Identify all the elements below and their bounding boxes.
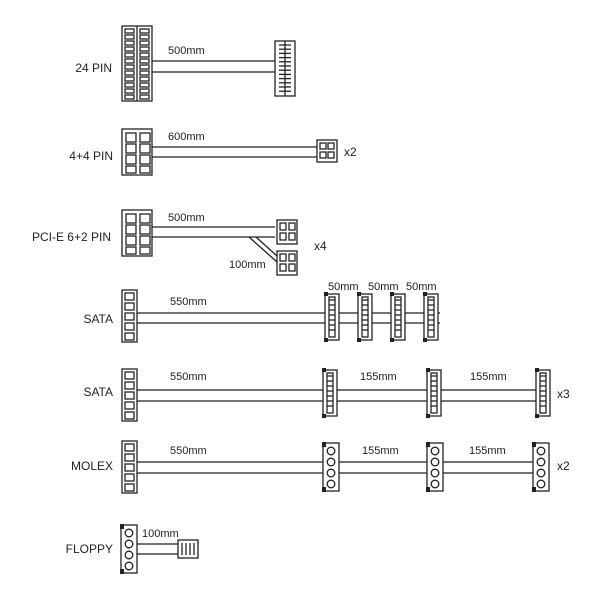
sata-psu-connector: [121, 289, 138, 343]
connector-spacing: 50mm: [406, 281, 437, 293]
floppy-plug: [177, 539, 199, 559]
cable-length: 550mm: [170, 371, 207, 383]
cable-sata-short: SATA 550mm 50mm 50mm 50mm: [83, 281, 440, 343]
cable-label: FLOPPY: [66, 542, 113, 556]
motherboard-plug: [274, 40, 296, 97]
sata-plug: [357, 292, 373, 342]
cable-label: SATA: [83, 312, 113, 326]
molex-plug: [322, 442, 340, 492]
cable-length: 500mm: [168, 212, 205, 224]
sata-plug: [423, 292, 439, 342]
sata-plug: [535, 368, 551, 418]
atx-24pin-connector: [121, 25, 153, 102]
cable-count: x2: [557, 459, 570, 473]
sata-psu-connector: [121, 368, 138, 422]
pcie-psu-connector: [121, 209, 153, 257]
connector-spacing: 155mm: [360, 371, 397, 383]
pcie-2pin-plug: [276, 250, 298, 276]
cable-extra-length: 100mm: [229, 259, 266, 271]
cable-label: 24 PIN: [75, 61, 112, 75]
molex-plug: [120, 524, 138, 574]
cpu-4plus4-connector: [121, 128, 153, 176]
cable-length: 500mm: [168, 45, 205, 57]
connector-spacing: 155mm: [470, 371, 507, 383]
cable-length: 550mm: [170, 445, 207, 457]
cable-sata-long: SATA 550mm 155mm 155mm x3: [83, 368, 570, 422]
cpu-plug: [316, 139, 338, 163]
cable-count: x3: [557, 387, 570, 401]
connector-spacing: 155mm: [469, 445, 506, 457]
connector-spacing: 155mm: [362, 445, 399, 457]
cable-length: 550mm: [170, 296, 207, 308]
cable-label: MOLEX: [71, 459, 113, 473]
cable-label: PCI-E 6+2 PIN: [32, 230, 111, 244]
cable-4plus4pin: 4+4 PIN 600mm x2: [69, 128, 357, 176]
sata-plug: [426, 368, 442, 418]
cable-length: 600mm: [168, 131, 205, 143]
sata-plug: [322, 368, 338, 418]
sata-plug: [324, 292, 340, 342]
molex-plug: [532, 442, 550, 492]
sata-plug: [390, 292, 406, 342]
cable-count: x2: [344, 145, 357, 159]
cable-floppy: FLOPPY 100mm: [66, 524, 199, 574]
cable-label: 4+4 PIN: [69, 149, 113, 163]
pcie-6pin-plug: [276, 219, 298, 245]
cable-length: 100mm: [142, 528, 179, 540]
connector-spacing: 50mm: [368, 281, 399, 293]
cable-24pin: 24 PIN 500mm: [75, 25, 296, 102]
cable-count: x4: [314, 239, 327, 253]
molex-psu-connector: [121, 440, 138, 494]
molex-plug: [426, 442, 444, 492]
cable-pcie: PCI-E 6+2 PIN 500mm 100mm x4: [32, 209, 327, 276]
connector-spacing: 50mm: [328, 281, 359, 293]
cable-molex: MOLEX 550mm 155mm 155mm x2: [71, 440, 570, 494]
cable-label: SATA: [83, 385, 113, 399]
